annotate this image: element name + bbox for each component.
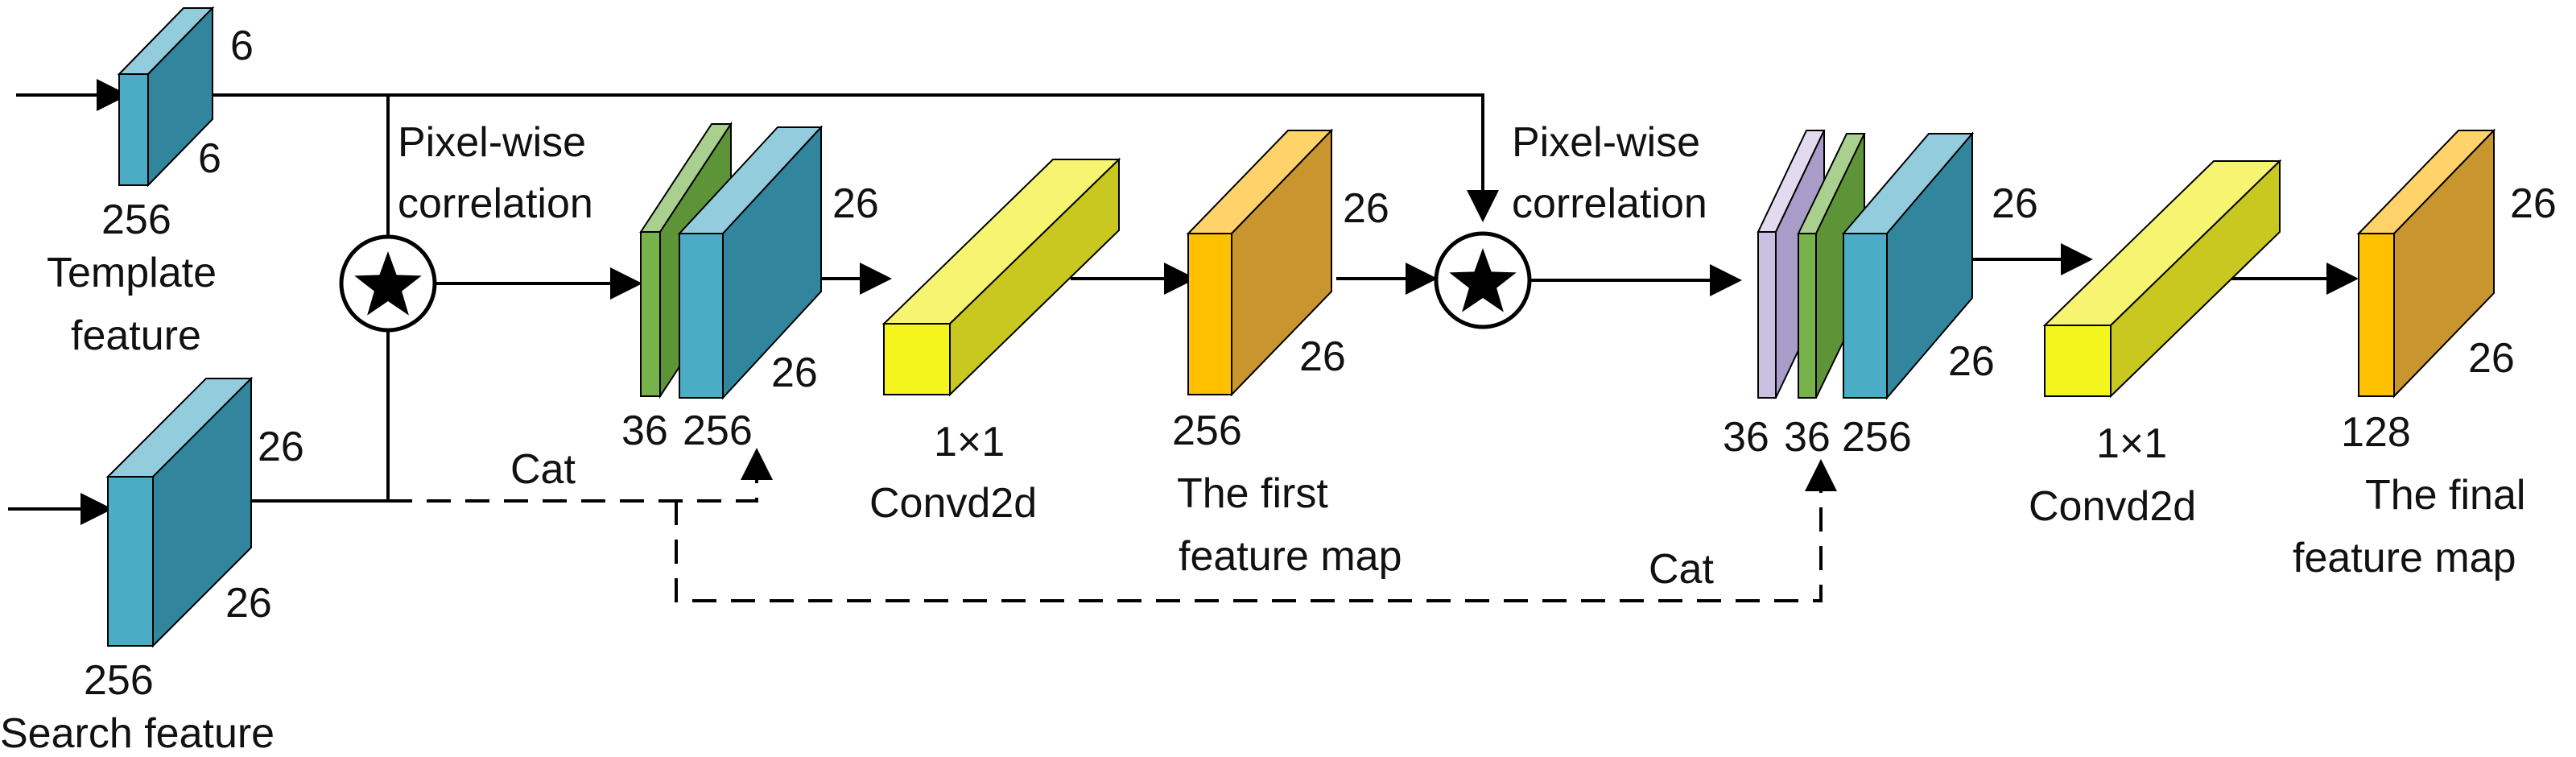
stack2-height-label: 26 [1992,180,2038,227]
correlation1-operator [339,234,437,333]
stack1-width-label: 26 [771,350,818,396]
stack2-channel-c-label: 256 [1842,414,1912,461]
search-width-label: 26 [225,580,272,627]
stack1-height-label: 26 [832,180,879,227]
template-feature-block [117,6,215,188]
fm2-title-line1: The final [2365,472,2525,519]
conv2-title-line2: Convd2d [2029,483,2196,530]
fm2-width-label: 26 [2468,335,2515,382]
conv1-title-line1: 1×1 [934,419,1005,465]
conv2-block [2042,159,2282,399]
conv1-block [881,157,1121,397]
fm1-title-line2: feature map [1179,533,1402,580]
correlation2-operator [1434,231,1532,329]
template-channels-label: 256 [101,196,171,243]
correlation1-title-line1: Pixel-wise [398,119,586,166]
stack2-channel-a-label: 36 [1723,414,1769,461]
connectors [8,79,2359,602]
fm2-block [2356,128,2496,399]
fm1-channels-label: 256 [1172,407,1242,454]
fm2-title-line2: feature map [2293,535,2516,581]
stack2-channel-b-label: 36 [1784,414,1831,461]
stack2-green-slice [1797,133,1866,399]
conv1-title-line2: Convd2d [869,480,1037,527]
cat1-label: Cat [510,446,576,493]
cat1-dashed-line [388,448,773,503]
stack2-width-label: 26 [1948,338,1995,385]
conv2-title-line1: 1×1 [2096,420,2167,467]
template-width-label: 6 [230,23,254,69]
cat2-label: Cat [1649,546,1714,593]
fm1-block [1186,128,1334,397]
stack1-teal-block [677,125,824,400]
template-title-line2: feature [71,312,201,359]
star-icon [1449,248,1517,312]
labels: 6 6 256 Template feature 26 26 256 Searc… [0,23,2557,757]
template-to-correlation2-line [193,93,1499,222]
star-icon [354,251,422,316]
fm2-height-label: 26 [2510,180,2557,227]
template-height-label: 6 [198,135,221,182]
cat2-dashed-line [675,459,1837,602]
search-feature-block [105,376,254,648]
fm1-width-label: 26 [1299,333,1346,380]
correlation2-title-line2: correlation [1512,180,1707,227]
fm1-title-line1: The first [1177,470,1328,517]
stack1-channel-a-label: 36 [621,407,668,454]
search-title: Search feature [0,710,275,757]
correlation2-title-line1: Pixel-wise [1512,119,1700,166]
search-height-label: 26 [258,424,304,470]
fm1-height-label: 26 [1343,185,1389,232]
feature-blocks [105,6,2496,648]
template-title-line1: Template [47,250,217,296]
search-channels-label: 256 [84,657,154,704]
fm2-channels-label: 128 [2341,409,2411,456]
stack2-teal-block [1841,131,1975,400]
correlation1-title-line2: correlation [398,180,593,227]
stack1-channel-b-label: 256 [683,407,753,454]
